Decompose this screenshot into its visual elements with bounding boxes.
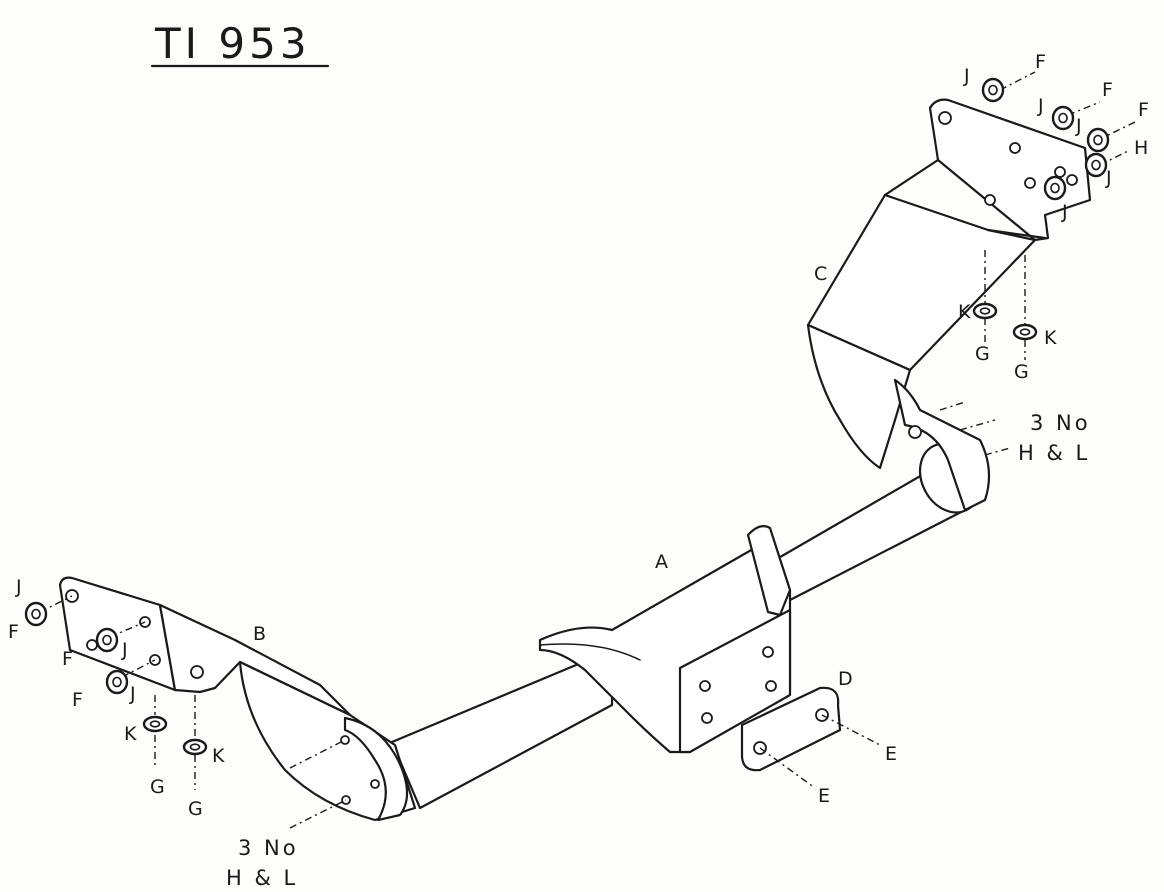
label-fastener-j: J — [129, 683, 136, 705]
note-left-items: H & L — [226, 866, 298, 890]
label-fastener-k: K — [124, 723, 137, 745]
washer-icon — [24, 601, 48, 627]
washer-icon — [1084, 152, 1108, 178]
label-fastener-j: J — [1061, 201, 1068, 223]
washers — [24, 77, 1110, 756]
washer-icon — [1051, 105, 1075, 131]
washer-icon — [105, 669, 129, 695]
label-fastener-f: F — [8, 621, 19, 643]
washer-icon — [1086, 127, 1110, 153]
part-a-crossbar — [390, 442, 982, 810]
label-fastener-g: G — [188, 798, 203, 820]
label-fastener-j: J — [963, 65, 970, 87]
note-left-quantity: 3 No — [238, 836, 299, 860]
label-part-d: D — [838, 668, 853, 690]
label-fastener-g: G — [150, 776, 165, 798]
part-b-bracket-left — [58, 576, 417, 822]
washer-icon — [142, 715, 168, 733]
washer-icon — [95, 627, 119, 653]
label-fastener-f: F — [62, 648, 73, 670]
washer-icon — [1043, 175, 1067, 201]
part-c-bracket-right — [806, 98, 1092, 512]
label-fastener-j: J — [1075, 115, 1082, 137]
label-fastener-f: F — [1102, 79, 1113, 101]
label-fastener-j: J — [121, 639, 128, 661]
diagram-title: TI 953 — [154, 19, 311, 68]
label-part-b: B — [253, 623, 266, 645]
note-right-quantity: 3 No — [1030, 411, 1091, 435]
label-fastener-j: J — [1037, 95, 1044, 117]
label-fastener-h: H — [1134, 137, 1148, 159]
washer-icon — [182, 738, 208, 756]
label-fastener-j: J — [1105, 167, 1112, 189]
label-part-c: C — [814, 263, 827, 285]
label-fastener-k: K — [212, 745, 225, 767]
label-fastener-j: J — [15, 576, 22, 598]
washer-icon — [981, 77, 1005, 103]
label-fastener-k: K — [958, 301, 971, 323]
label-fastener-g: G — [975, 343, 990, 365]
note-right-items: H & L — [1018, 441, 1090, 465]
label-fastener-g: G — [1014, 361, 1029, 383]
washer-icon — [1012, 323, 1038, 341]
label-fastener-e: E — [818, 785, 830, 807]
label-part-a: A — [655, 551, 668, 573]
label-fastener-f: F — [72, 689, 83, 711]
label-fastener-f: F — [1035, 51, 1046, 73]
label-fastener-f: F — [1138, 99, 1149, 121]
label-fastener-k: K — [1044, 327, 1057, 349]
washer-icon — [972, 302, 998, 320]
label-fastener-e: E — [885, 743, 897, 765]
